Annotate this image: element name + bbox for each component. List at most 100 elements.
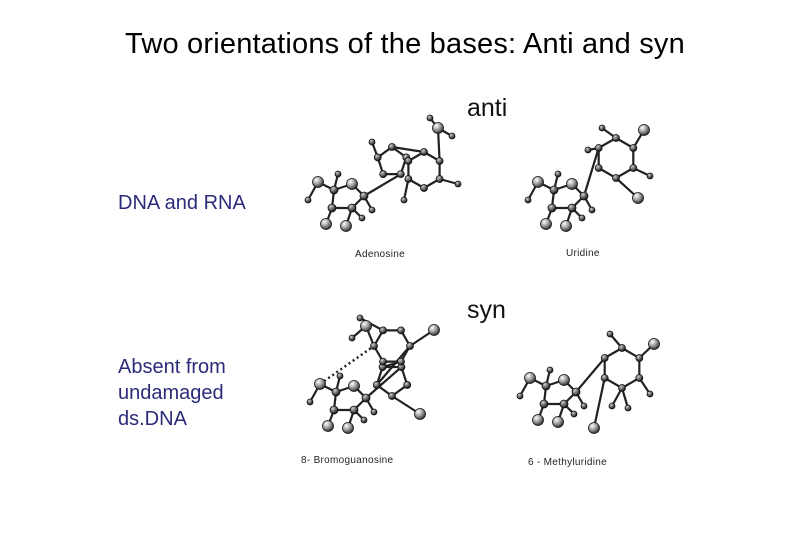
atom (420, 184, 428, 192)
atom (648, 338, 660, 350)
atom (588, 206, 596, 214)
atom (368, 138, 376, 146)
atom (358, 214, 366, 222)
atom (414, 408, 426, 420)
atom (349, 405, 359, 415)
atom (397, 326, 405, 335)
atom (646, 172, 654, 180)
atom (432, 122, 444, 134)
atom (560, 220, 572, 232)
atom (373, 153, 382, 162)
atom (558, 374, 570, 386)
atom (435, 157, 444, 165)
atom (598, 124, 606, 132)
atom (396, 170, 405, 179)
atom (356, 314, 364, 322)
atom (426, 114, 434, 122)
atom (359, 191, 369, 201)
atom (606, 330, 614, 338)
atom (379, 357, 387, 366)
absent-label: Absent from undamaged ds.DNA (118, 354, 226, 432)
atom (388, 143, 396, 151)
atom (346, 178, 358, 190)
atom (524, 196, 532, 204)
atom (388, 392, 396, 400)
atom (584, 146, 592, 154)
atom (348, 334, 356, 342)
atom (368, 206, 376, 214)
absent-line-2: undamaged (118, 382, 224, 404)
atom (559, 399, 569, 409)
anti-tag: anti (467, 94, 508, 122)
atom (546, 366, 554, 374)
atom (588, 422, 600, 434)
atom (570, 410, 578, 418)
atom (549, 185, 559, 195)
atom (638, 124, 650, 136)
atom (420, 148, 428, 156)
atom (594, 164, 603, 172)
atom (632, 192, 644, 204)
atom (348, 380, 360, 392)
atom (340, 220, 352, 232)
uridine-caption: Uridine (566, 248, 600, 259)
methyluridine-caption: 6 - Methyluridine (528, 457, 608, 468)
hydrogen-bond (319, 344, 375, 386)
atom (554, 170, 562, 178)
atom (379, 170, 388, 179)
atom (532, 414, 544, 426)
atom (320, 218, 332, 230)
atom (329, 405, 339, 415)
atom (580, 402, 588, 410)
bond (592, 377, 606, 429)
atom (612, 174, 620, 182)
atom (541, 381, 551, 391)
atom (306, 398, 314, 406)
atom (370, 408, 378, 416)
atom (334, 170, 342, 178)
bromoguanosine-model (306, 314, 440, 434)
atom (435, 175, 444, 183)
absent-line-1: Absent from (118, 356, 226, 378)
atom (400, 196, 408, 204)
atom (635, 354, 644, 362)
syn-tag: syn (467, 296, 506, 324)
atom (454, 180, 462, 188)
atom (312, 176, 324, 188)
atom (329, 185, 339, 195)
atom (347, 203, 357, 213)
atom (579, 191, 589, 201)
atom (547, 203, 557, 213)
atom (404, 157, 413, 165)
bromoguanosine-caption: 8- Bromoguanosine (301, 455, 394, 466)
atom (578, 214, 586, 222)
atom (327, 203, 337, 213)
atom (331, 387, 341, 397)
atom (360, 320, 372, 332)
bond (575, 357, 606, 393)
atom (532, 176, 544, 188)
absent-line-3: ds.DNA (118, 408, 187, 430)
atom (635, 374, 644, 382)
atom (448, 132, 456, 140)
atom (629, 144, 638, 152)
atom (428, 324, 440, 336)
bond (582, 147, 600, 197)
atom (304, 196, 312, 204)
atom (314, 378, 326, 390)
atom (552, 416, 564, 428)
uridine-model (524, 124, 654, 232)
atom (600, 354, 609, 362)
atom (567, 203, 577, 213)
atom (539, 399, 549, 409)
atom (370, 342, 378, 350)
atom (516, 392, 524, 400)
atom (403, 381, 412, 389)
atom (404, 175, 413, 183)
atom (618, 384, 626, 392)
dna-rna-label: DNA and RNA (118, 192, 246, 214)
atom (600, 374, 609, 382)
atom (612, 134, 620, 142)
adenosine-model (304, 114, 462, 232)
